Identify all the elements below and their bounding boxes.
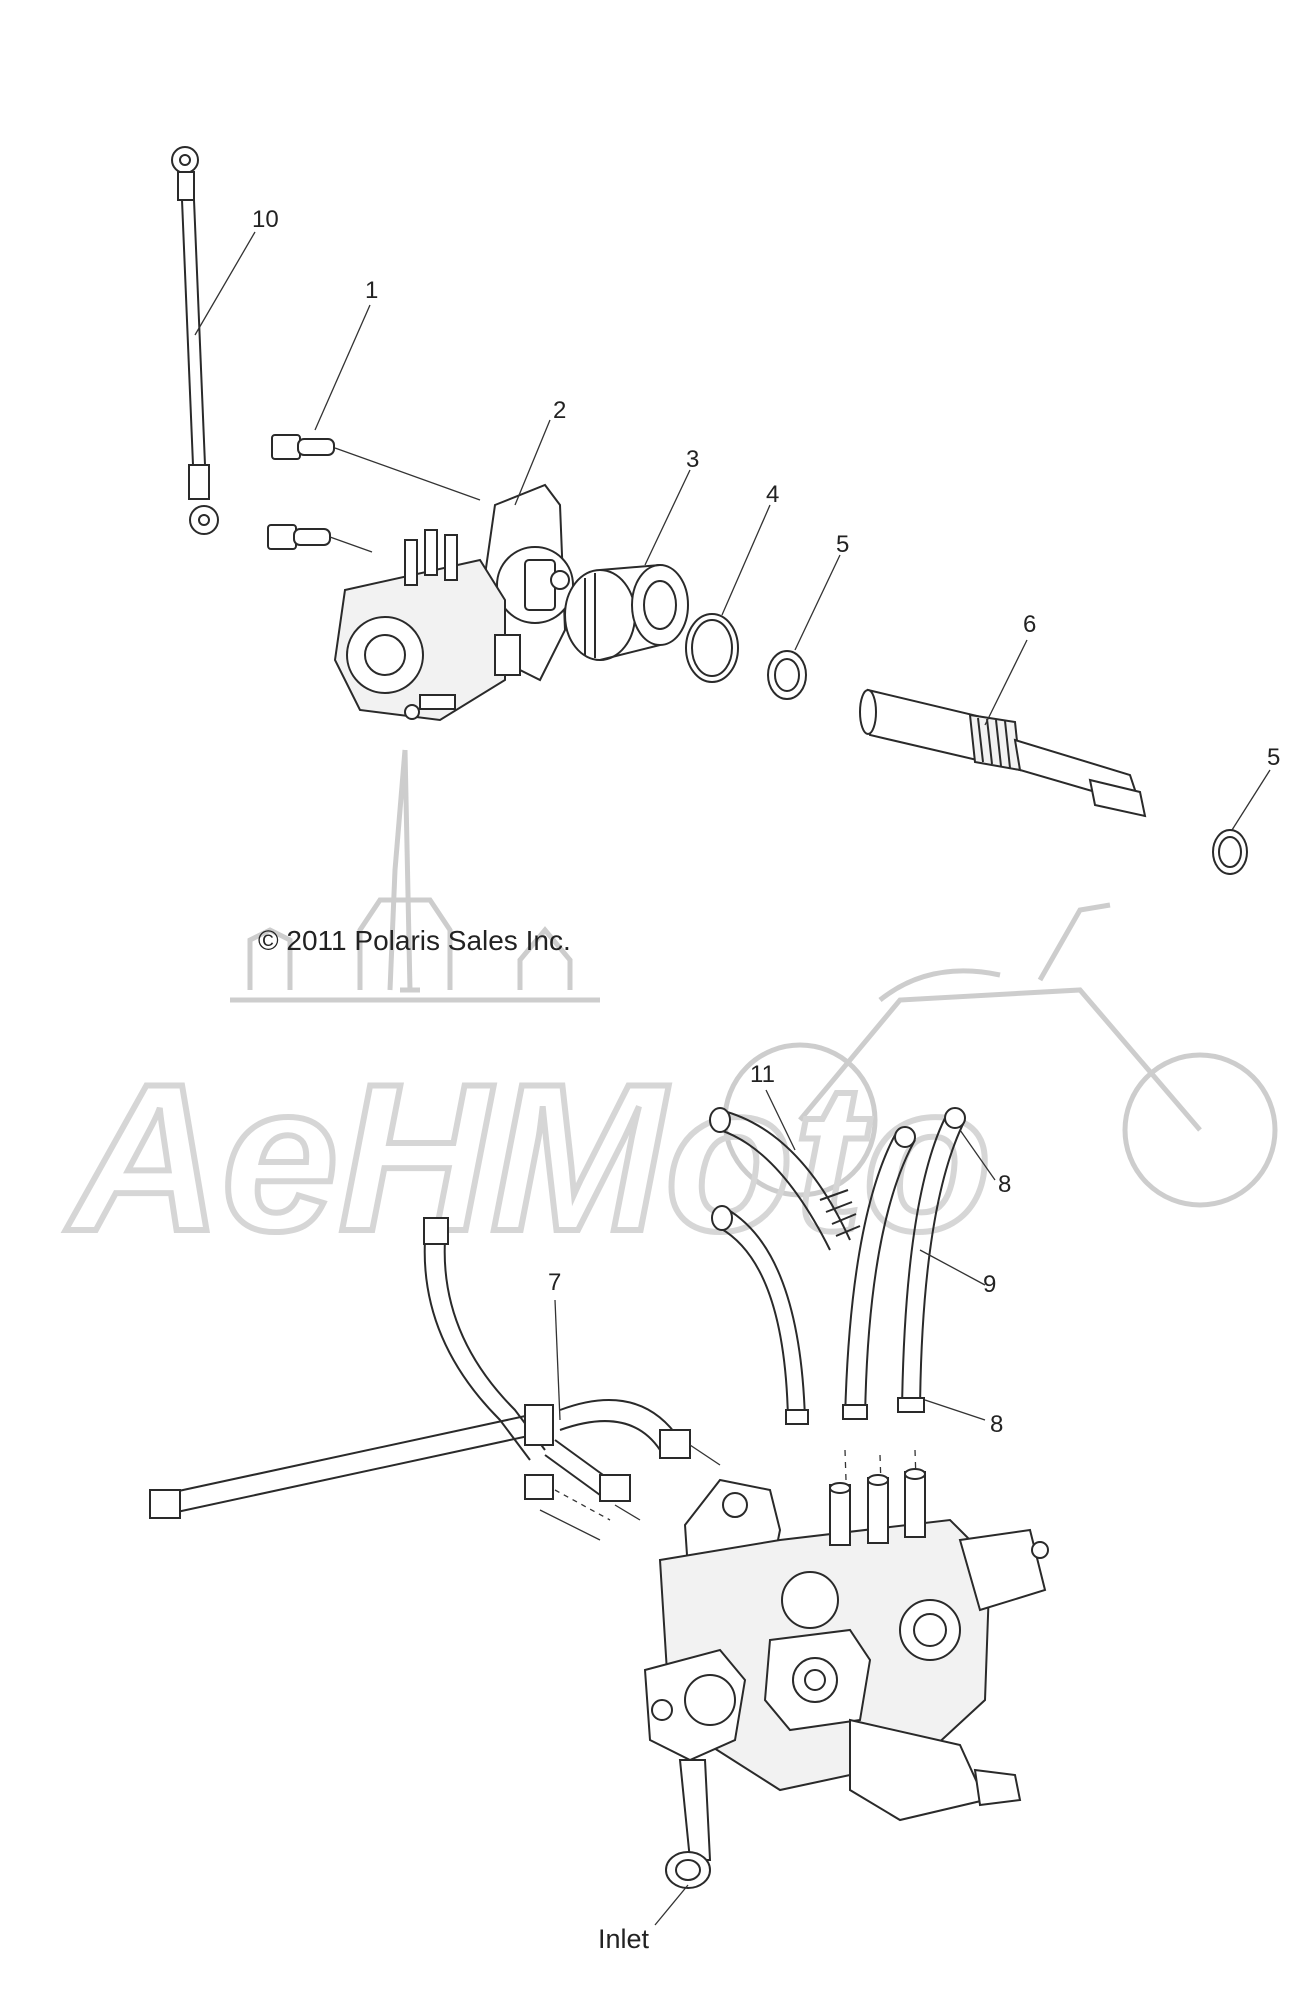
callout-10: 10: [252, 206, 279, 233]
callout-8a: 8: [998, 1171, 1011, 1198]
watermark: AeHMoto: [62, 749, 1278, 1278]
leader-5a: [794, 554, 841, 651]
callout-6: 6: [1023, 611, 1036, 638]
leader-1: [314, 304, 371, 431]
part-4-o-ring: [685, 613, 739, 683]
leader-10: [194, 231, 256, 336]
hose-middle: [842, 1126, 916, 1421]
callout-2: 2: [553, 397, 566, 424]
leader-4: [721, 504, 771, 616]
copyright-text: © 2011 Polaris Sales Inc.: [258, 925, 571, 956]
callout-8b: 8: [990, 1411, 1003, 1438]
callout-11: 11: [750, 1061, 775, 1088]
part-6-drive-shaft: [859, 688, 1147, 818]
callout-3: 3: [686, 446, 699, 473]
leader-8b: [924, 1399, 986, 1421]
leader-6: [984, 639, 1028, 726]
leader-inlet: [654, 1884, 689, 1926]
part-3-rotor: [564, 564, 689, 661]
part-1-bolts: [267, 434, 481, 553]
callout-1: 1: [365, 277, 378, 304]
part-7-tee-fitting: [149, 1217, 721, 1541]
callout-4: 4: [766, 481, 779, 508]
part-11-hose: [709, 1107, 861, 1251]
part-10-link-rod: [171, 146, 219, 535]
leader-2: [514, 419, 551, 506]
leader-lines: [194, 231, 1271, 1926]
callout-7: 7: [548, 1269, 561, 1296]
watermark-text: AeHMoto: [65, 1040, 992, 1275]
callout-inlet: Inlet: [598, 1924, 650, 1954]
part-5-washer-a: [767, 650, 807, 700]
part-5-washer-b: [1212, 829, 1248, 875]
part-2-oil-pump: [333, 483, 574, 722]
leader-9: [919, 1249, 986, 1286]
leader-5b: [1231, 769, 1271, 831]
callout-labels: 10 1 2 3 4 5 6 5 11 8 9 8 7 Inlet: [252, 206, 1280, 1954]
callout-9: 9: [983, 1271, 996, 1298]
leader-11: [765, 1089, 796, 1151]
leader-7: [554, 1299, 561, 1421]
part-9-hose: [897, 1107, 966, 1413]
callout-5b: 5: [1267, 744, 1280, 771]
leader-3: [644, 469, 691, 566]
lower-oil-pump: [643, 1468, 1049, 1889]
callout-5a: 5: [836, 531, 849, 558]
hose-left: [711, 1205, 809, 1425]
leader-8a: [959, 1129, 996, 1181]
